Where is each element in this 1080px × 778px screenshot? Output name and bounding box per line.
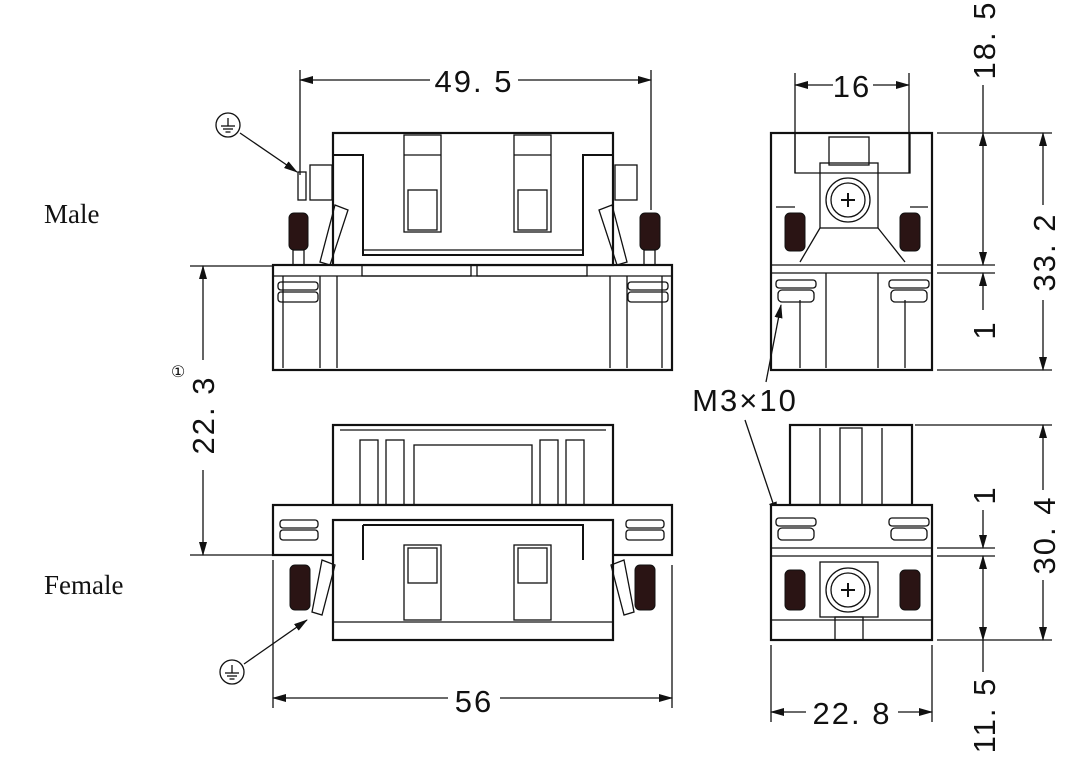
male-side-view [769, 131, 934, 372]
screw-thread [899, 569, 921, 611]
screw-thread [784, 212, 806, 252]
screw-spec-label: M3×10 [692, 383, 798, 418]
male-label: Male [44, 199, 99, 229]
dim-16: 16 [833, 69, 871, 104]
dimension-female-width: 56 [272, 560, 673, 719]
screw-leader [765, 304, 783, 383]
screw-thread [899, 212, 921, 252]
dim-1-female: 1 [967, 485, 1002, 504]
dimension-mated-offset: 22. 3 ① [171, 265, 273, 556]
dim-49-5: 49. 5 [435, 64, 514, 99]
dim-22-8: 22. 8 [813, 696, 892, 731]
dimension-side-width-top: 16 [794, 69, 910, 173]
screw-thread [639, 212, 661, 251]
ground-symbol-icon [219, 659, 245, 685]
screw-leader [744, 419, 778, 516]
dimension-female-vertical: 30. 4 1 11. 5 [915, 424, 1062, 754]
dimension-male-vertical: 18. 5 1 33. 2 [937, 1, 1062, 371]
note-marker: ① [171, 362, 185, 381]
dim-18-5: 18. 5 [967, 1, 1002, 80]
dim-22-3: 22. 3 [186, 376, 221, 455]
ground-leader [239, 132, 298, 173]
dim-56: 56 [455, 684, 493, 719]
male-front-view [271, 131, 674, 372]
dim-1-male: 1 [967, 320, 1002, 339]
screw-thread [288, 212, 309, 251]
female-side-view [769, 423, 934, 642]
screw-thread [289, 564, 311, 611]
dim-30-4: 30. 4 [1027, 496, 1062, 575]
female-front-view [271, 423, 674, 642]
screw-thread [784, 569, 806, 611]
screw-thread [634, 564, 656, 611]
ground-leader [243, 619, 308, 665]
female-label: Female [44, 570, 123, 600]
ground-symbol-icon [215, 112, 241, 138]
dimension-side-width-bottom: 22. 8 [770, 645, 933, 731]
dim-33-2: 33. 2 [1027, 213, 1062, 292]
dim-11-5: 11. 5 [967, 677, 1002, 754]
dimension-male-width: 49. 5 [299, 64, 652, 210]
